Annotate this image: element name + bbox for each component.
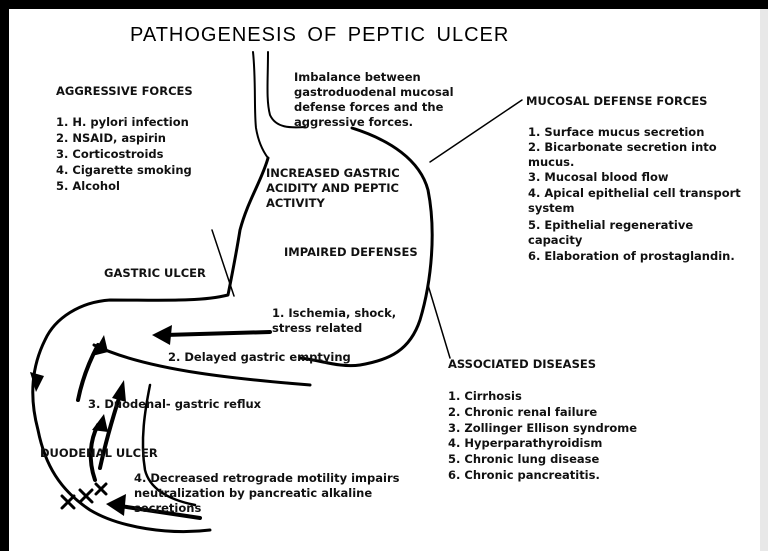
increased-acidity-label: INCREASED GASTRIC ACIDITY AND PEPTIC ACT… (266, 166, 400, 211)
duodenal-ulcer-label: DUODENAL ULCER (40, 446, 158, 461)
aggressive-forces-heading: AGGRESSIVE FORCES (56, 84, 193, 99)
mechanism-reflux: 3. Duodenal- gastric reflux (88, 397, 261, 412)
associated-diseases-heading: ASSOCIATED DISEASES (448, 357, 596, 372)
gastric-ulcer-pointer (212, 230, 234, 296)
ischemia-arrow-line (165, 332, 270, 335)
mechanism-delayed-emptying: 2. Delayed gastric emptying (168, 350, 351, 365)
list-item: 2. Chronic renal failure (448, 405, 597, 420)
list-item: 1. Cirrhosis (448, 389, 522, 404)
impaired-defenses-label: IMPAIRED DEFENSES (284, 245, 418, 260)
list-item: 4. Apical epithelial cell transport syst… (528, 186, 741, 216)
mechanism-retrograde-motility: 4. Decreased retrograde motility impairs… (134, 471, 399, 516)
mucosal-defense-heading: MUCOSAL DEFENSE FORCES (526, 94, 707, 109)
list-item: 4. Cigarette smoking (56, 163, 192, 178)
list-item: 3. Corticostroids (56, 147, 163, 162)
page-title: PATHOGENESIS OF PEPTIC ULCER (130, 24, 509, 47)
gastric-ulcer-label: GASTRIC ULCER (104, 266, 206, 281)
list-item: 1. H. pylori infection (56, 115, 189, 130)
ischemia-arrowhead (152, 325, 172, 345)
list-item: 2. NSAID, aspirin (56, 131, 166, 146)
imbalance-note: Imbalance between gastroduodenal mucosal… (294, 70, 454, 130)
list-item: 5. Chronic lung disease (448, 452, 599, 467)
list-item: 6. Chronic pancreatitis. (448, 468, 600, 483)
list-item: 2. Bicarbonate secretion into mucus. (528, 140, 717, 170)
mechanism-ischemia: 1. Ischemia, shock, stress related (272, 306, 396, 336)
list-item: 4. Hyperparathyroidism (448, 436, 602, 451)
list-item: 6. Elaboration of prostaglandin. (528, 249, 735, 264)
list-item: 3. Zollinger Ellison syndrome (448, 421, 637, 436)
list-item: 5. Alcohol (56, 179, 120, 194)
list-item: 5. Epithelial regenerative capacity (528, 218, 693, 248)
disease-pointer (428, 285, 450, 358)
list-item: 3. Mucosal blood flow (528, 170, 669, 185)
duodenal-arrowhead (92, 414, 108, 432)
esophagus-left-wall (253, 52, 268, 158)
retrograde-arrowhead (106, 494, 126, 516)
list-item: 1. Surface mucus secretion (528, 125, 704, 140)
